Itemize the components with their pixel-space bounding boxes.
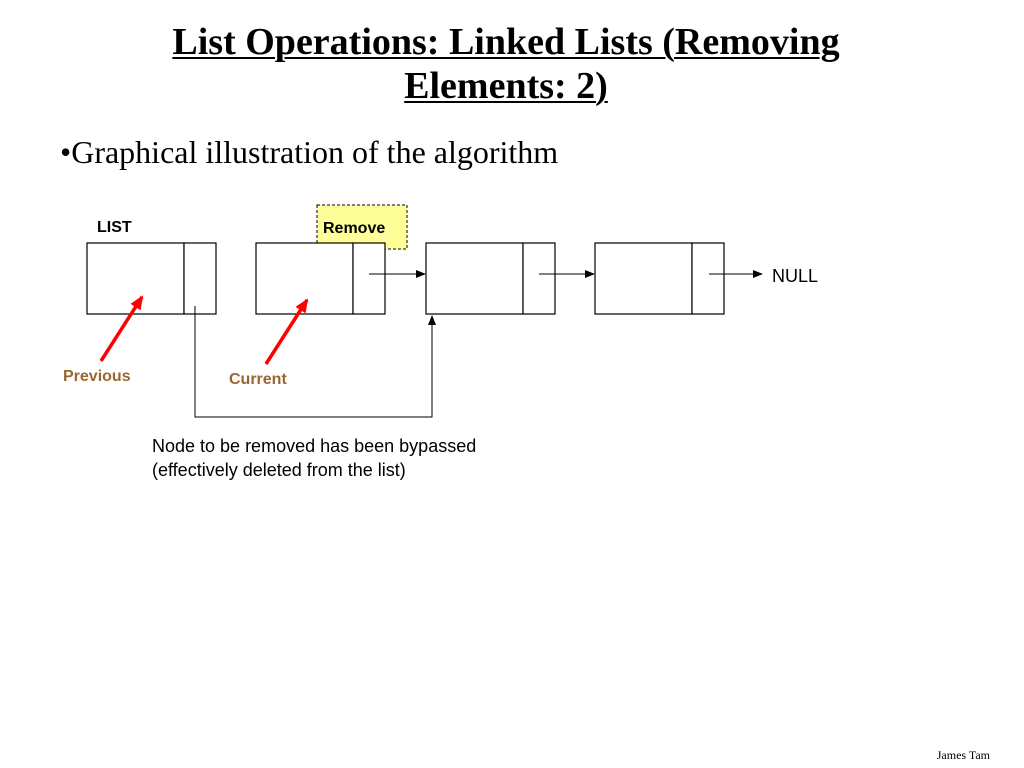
node-next-cell xyxy=(522,242,556,315)
node-next-cell xyxy=(183,242,217,315)
bullet-point: •Graphical illustration of the algorithm xyxy=(60,134,559,170)
author-footer: James Tam xyxy=(936,748,990,762)
current-pointer-arrow xyxy=(264,298,309,365)
list-label: LIST xyxy=(97,219,132,236)
node-data-cell xyxy=(594,242,693,315)
remove-highlight-box xyxy=(316,204,408,250)
remove-label: Remove xyxy=(323,220,385,237)
title-line-1: List Operations: Linked Lists (Removing xyxy=(172,21,840,63)
node-fourth xyxy=(594,242,725,315)
bypass-link-arrow xyxy=(194,306,436,418)
node-current xyxy=(255,242,386,315)
node-next-cell xyxy=(691,242,725,315)
caption-line-1: Node to be removed has been bypassed xyxy=(152,436,477,456)
title-line-2: Elements: 2) xyxy=(404,65,608,107)
caption-line-2: (effectively deleted from the list) xyxy=(152,460,406,480)
previous-label: Previous xyxy=(63,368,131,385)
current-label: Current xyxy=(229,371,287,388)
node-next-cell xyxy=(352,242,386,315)
diagram-caption: Node to be removed has been bypassed (ef… xyxy=(152,434,476,482)
node-third xyxy=(425,242,556,315)
node-data-cell xyxy=(425,242,524,315)
null-label: NULL xyxy=(772,266,818,286)
slide-title: List Operations: Linked Lists (Removing … xyxy=(0,20,1012,108)
node-previous xyxy=(86,242,217,315)
node-data-cell xyxy=(86,242,185,315)
previous-pointer-arrow xyxy=(99,295,144,362)
